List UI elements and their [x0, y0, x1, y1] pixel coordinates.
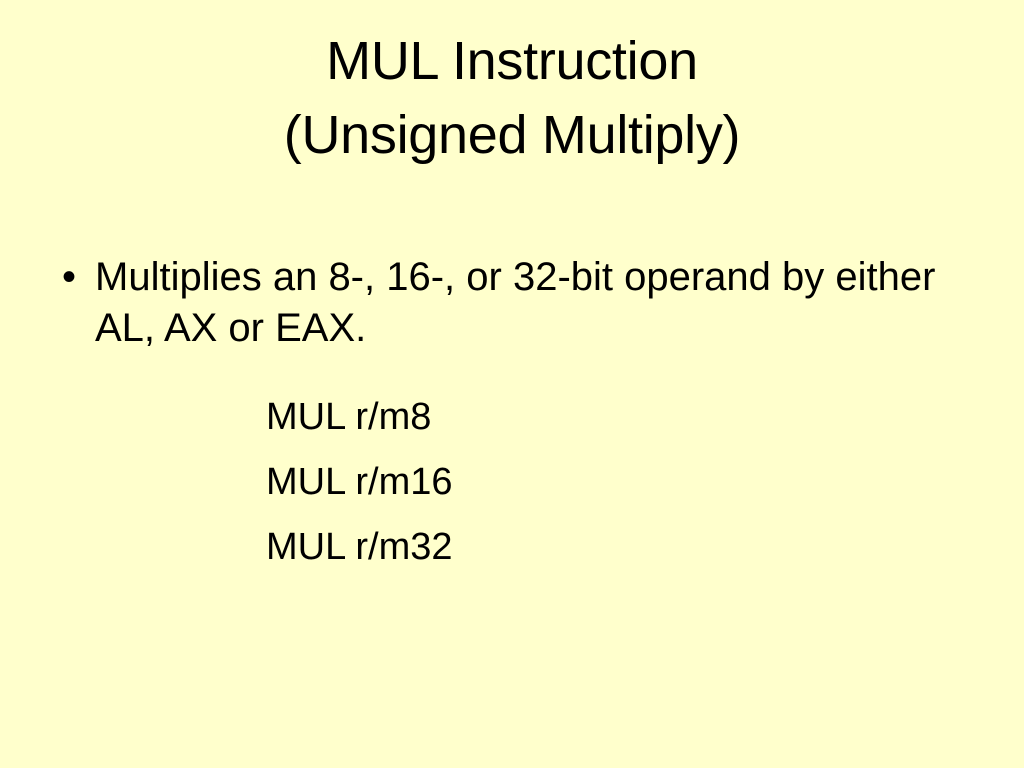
slide-title: MUL Instruction (Unsigned Multiply): [0, 24, 1024, 172]
instruction-form-line: MUL r/m8: [266, 396, 432, 438]
slide-title-line-2: (Unsigned Multiply): [283, 105, 741, 165]
bullet-item-text: Multiplies an 8-, 16-, or 32-bit operand…: [95, 255, 936, 350]
instruction-form-line: MUL r/m16: [266, 461, 453, 503]
instruction-form-line: MUL r/m32: [266, 526, 453, 568]
slide-title-line-1: MUL Instruction: [326, 31, 698, 91]
slide-body: • Multiplies an 8-, 16-, or 32-bit opera…: [0, 252, 1024, 580]
bullet-marker-icon: •: [62, 255, 77, 299]
instruction-forms-list: MUL r/m8 MUL r/m16 MUL r/m32: [0, 385, 1024, 580]
bullet-list-item: • Multiplies an 8-, 16-, or 32-bit opera…: [0, 252, 1024, 354]
